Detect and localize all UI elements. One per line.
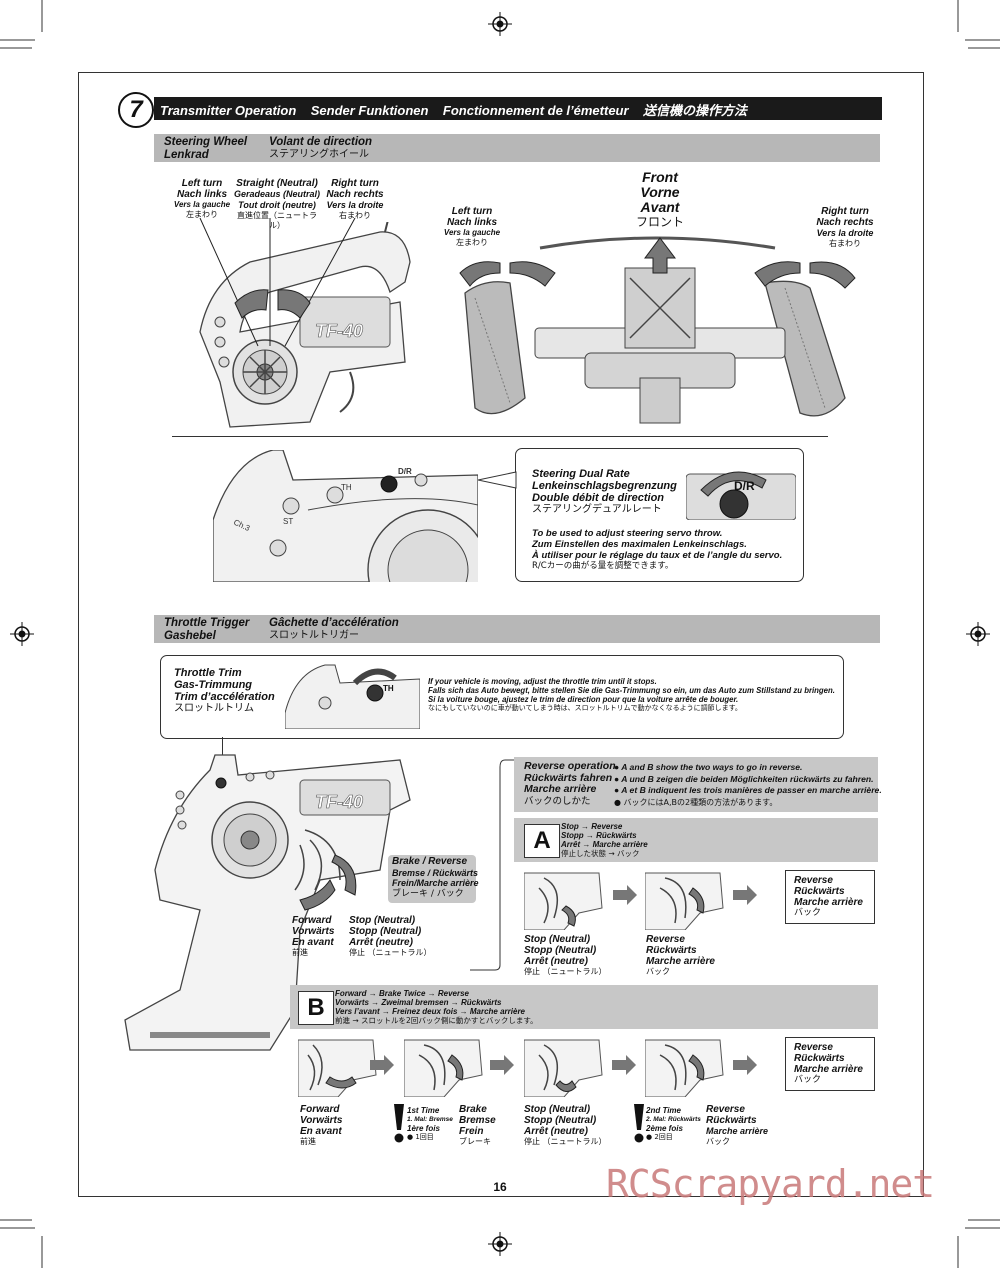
page-frame: [78, 72, 924, 1197]
panel-label-st: ST: [283, 517, 293, 526]
step-header-bar: [154, 97, 882, 120]
reverse-operation-notes: ● A and B show the two ways to go in rev…: [614, 762, 882, 807]
panel-label-th: TH: [341, 483, 352, 492]
tf40-logo: TF-40: [315, 321, 363, 341]
dual-rate-pointer: [478, 471, 517, 489]
method-a-trigger-1: [524, 872, 603, 930]
method-a-stop-label: Stop (Neutral)Stopp (Neutral)Arrêt (neut…: [524, 934, 607, 976]
throttle-trim-closeup: TH: [285, 664, 420, 729]
throttle-trim-box: [160, 655, 844, 739]
method-b-trigger-3: [524, 1039, 603, 1097]
arrow-right-icon: [733, 885, 757, 905]
tf40-logo-2: TF-40: [315, 792, 363, 812]
method-b-trigger-2: [404, 1039, 483, 1097]
steering-divider: [172, 436, 828, 437]
dr-knob-label: D/R: [734, 479, 755, 493]
method-b-bar: [290, 985, 878, 1029]
registration-mark-bottom: [488, 1232, 512, 1256]
transmitter-throttle-illustration: TF-40: [124, 754, 411, 1051]
steering-title-fr: Volant de direction: [269, 136, 373, 148]
method-a-trigger-2: [645, 872, 724, 930]
dr-knob-icon: D/R: [686, 471, 796, 520]
throttle-title-fr: Gâchette d’accélération: [269, 617, 399, 629]
dual-rate-description: To be used to adjust steering servo thro…: [532, 528, 783, 571]
transmitter-steering-illustration: TF-40: [199, 222, 411, 428]
arrow-right-icon: [612, 1055, 636, 1075]
throttle-trim-description: If your vehicle is moving, adjust the th…: [428, 677, 835, 712]
method-b-trigger-1: [298, 1039, 377, 1097]
method-b-trigger-4: [645, 1039, 724, 1097]
registration-mark-top: [488, 12, 512, 36]
throttle-title-jp: スロットルトリガー: [269, 630, 359, 641]
trigger-stop-label: Stop (Neutral)Stopp (Neutral)Arrêt (neut…: [349, 915, 432, 957]
steering-arrows: [199, 218, 356, 347]
arrow-right-icon: [613, 885, 637, 905]
method-b-stop-label: Stop (Neutral)Stopp (Neutral)Arrêt (neut…: [524, 1104, 607, 1146]
reverse-operation-bar: [514, 757, 878, 812]
throttle-section-bar: [154, 615, 880, 643]
arrow-right-icon: [370, 1055, 394, 1075]
arrow-right-icon: [490, 1055, 514, 1075]
panel-label-dr: D/R: [398, 467, 412, 476]
connector-lines: [470, 759, 515, 971]
step-title: Transmitter Operation Sender Funktionen …: [160, 103, 747, 118]
steering-section-bar: [154, 134, 880, 162]
method-a-letter: A: [524, 824, 560, 858]
straight-label: Straight (Neutral)Geradeaus (Neutral) To…: [233, 178, 321, 230]
trim-pointer-line: [222, 737, 223, 771]
throttle-title-de: Gashebel: [164, 630, 216, 642]
throttle-title-en: Throttle Trigger: [164, 617, 250, 629]
arrow-right-icon: [733, 1055, 757, 1075]
registration-mark-left: [10, 622, 34, 646]
registration-mark-right: [966, 622, 990, 646]
watermark: RCScrapyard.net: [606, 1162, 935, 1206]
brake-reverse-box: [388, 855, 476, 903]
steering-title-de: Lenkrad: [164, 149, 209, 161]
exclamation-icon: [634, 1104, 644, 1143]
method-b-letter: B: [298, 991, 334, 1025]
exclamation-icon: [394, 1104, 404, 1143]
method-a-bar: [514, 818, 878, 862]
steering-title-en: Steering Wheel: [164, 136, 248, 148]
car-front-illustration: [459, 236, 856, 424]
steering-title-jp: ステアリングホイール: [269, 149, 369, 160]
th-knob-label: TH: [383, 684, 394, 693]
transmitter-dual-rate-closeup: Ch.3 ST TH D/R: [213, 450, 478, 582]
step-number: 7: [118, 92, 154, 128]
page-number: 16: [493, 1180, 507, 1194]
